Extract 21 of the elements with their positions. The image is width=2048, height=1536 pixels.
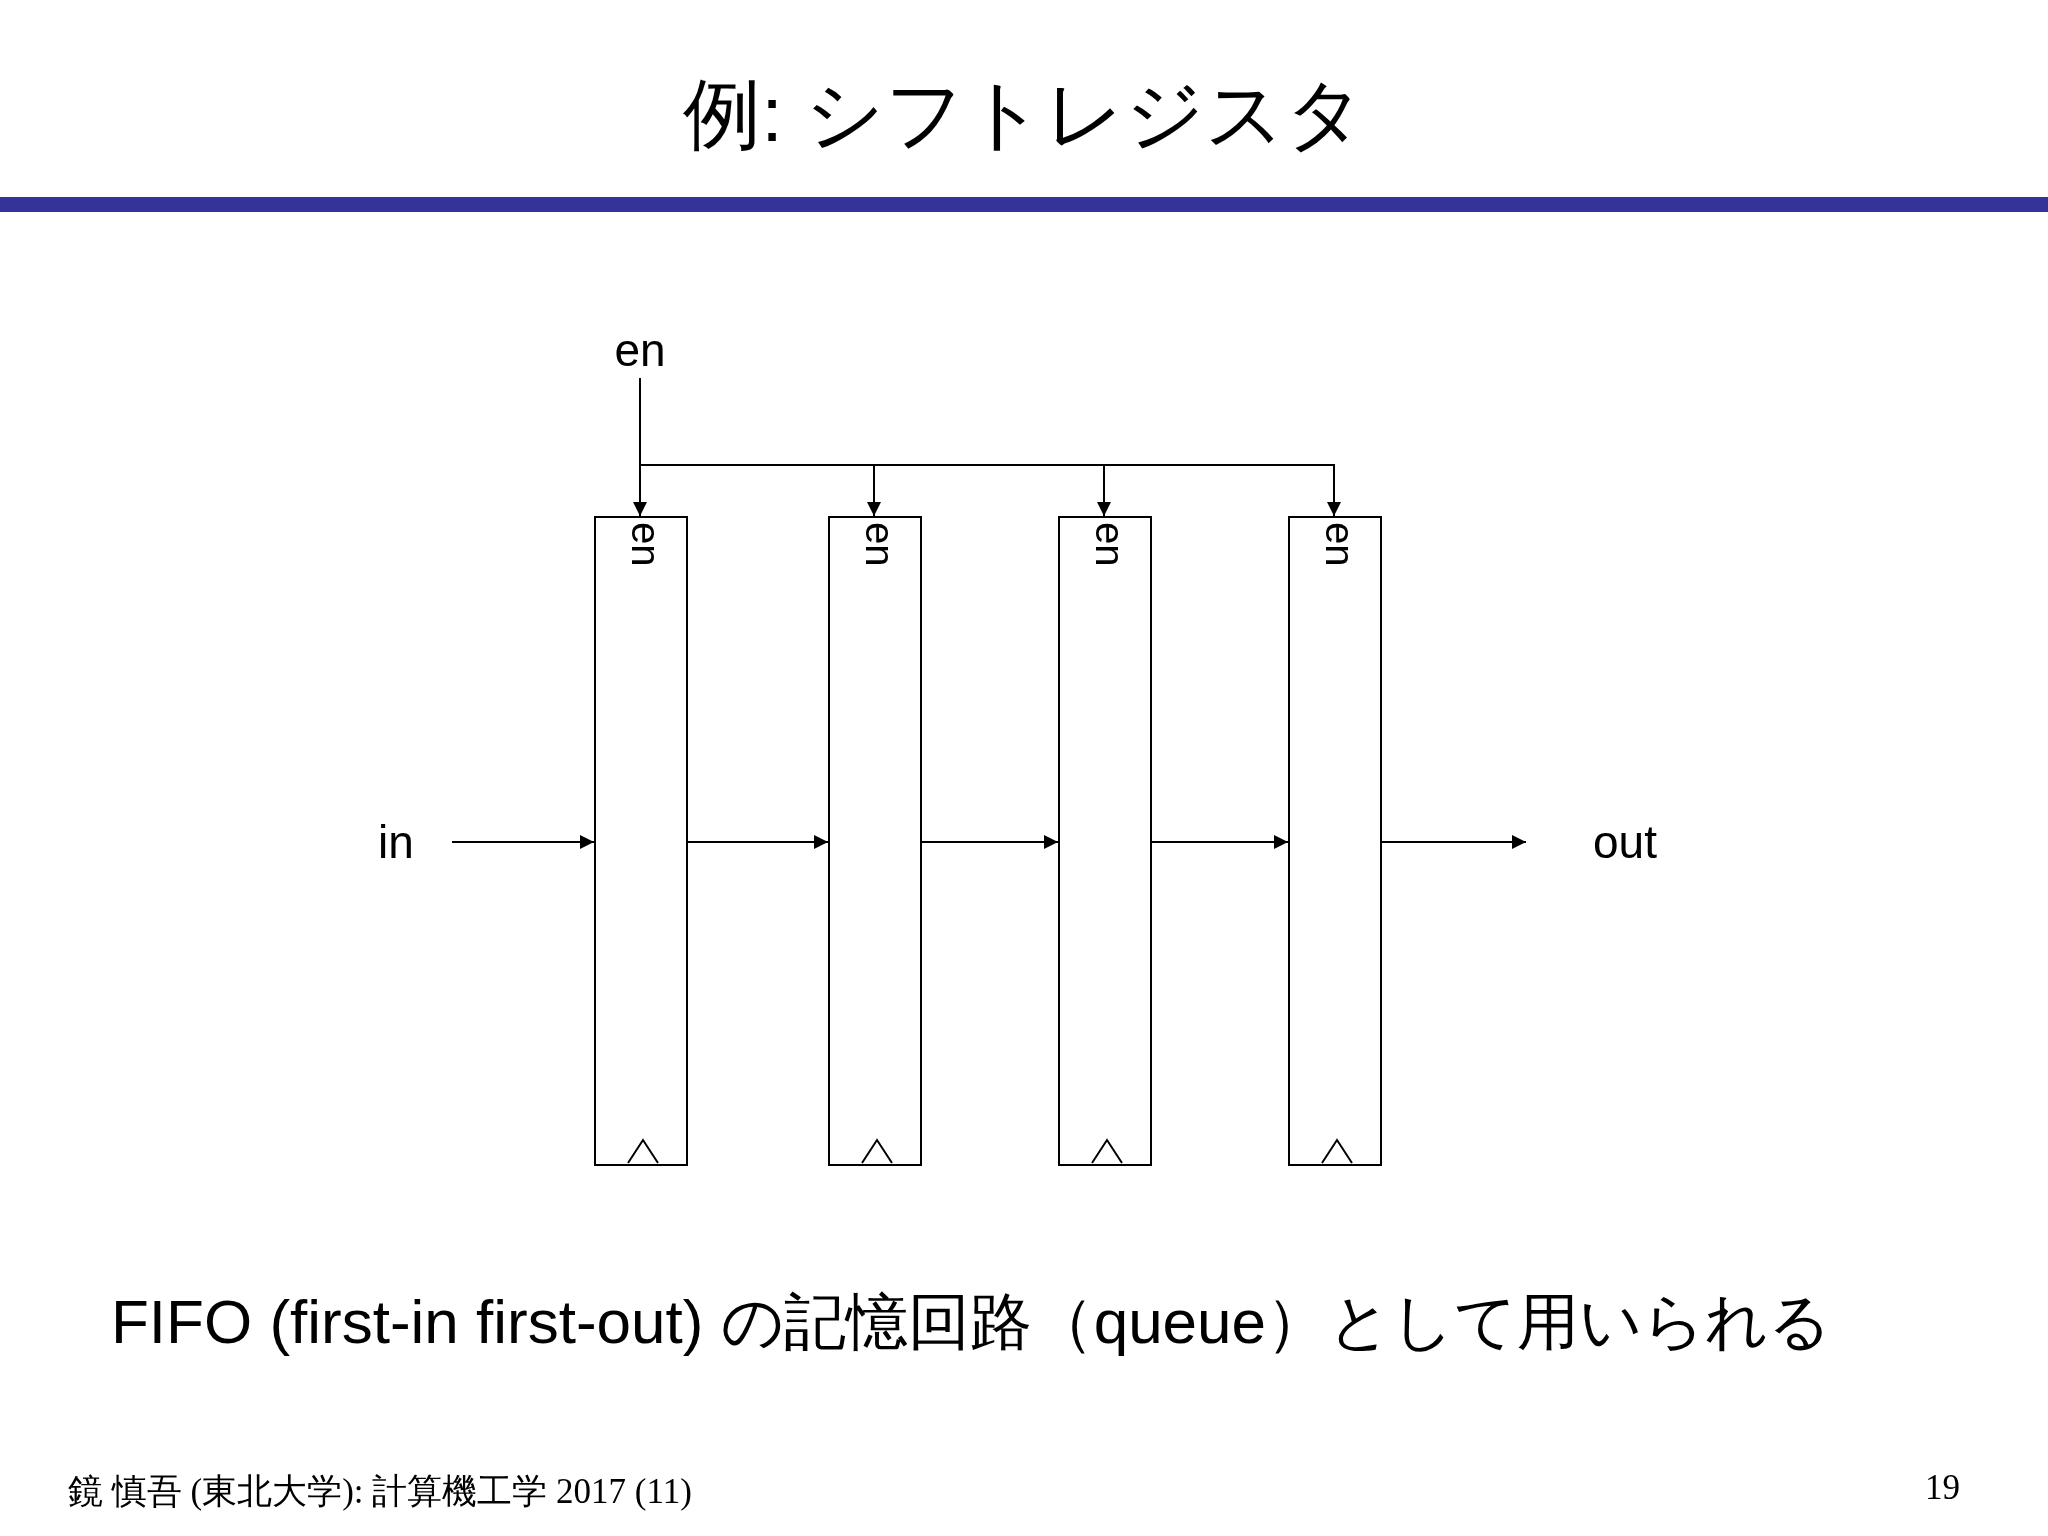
register-box [1058, 516, 1152, 1166]
arrow [639, 377, 1341, 517]
register-box [594, 516, 688, 1166]
register-box [828, 516, 922, 1166]
slide-title: 例: シフトレジスタ [683, 72, 1365, 158]
page-number: 19 [1925, 1468, 1960, 1508]
caption-text: FIFO (first-in first-out) の記憶回路（queue）として用いられる [111, 1286, 1832, 1358]
signal-label: en [610, 322, 670, 378]
footer-text: 鏡 慎吾 (東北大学): 計算機工学 2017 (11) [68, 1471, 692, 1513]
enable-pin-label: en [1320, 522, 1360, 567]
arrow [921, 835, 1059, 849]
signal-label: out [1580, 814, 1670, 870]
enable-pin-label: en [860, 522, 900, 567]
register-box [1288, 516, 1382, 1166]
arrow [1151, 835, 1289, 849]
arrow [687, 835, 829, 849]
signal-label: in [366, 814, 426, 870]
enable-pin-label: en [626, 522, 666, 567]
enable-pin-label: en [1090, 522, 1130, 567]
arrow [451, 835, 595, 849]
arrow [1381, 835, 1527, 849]
